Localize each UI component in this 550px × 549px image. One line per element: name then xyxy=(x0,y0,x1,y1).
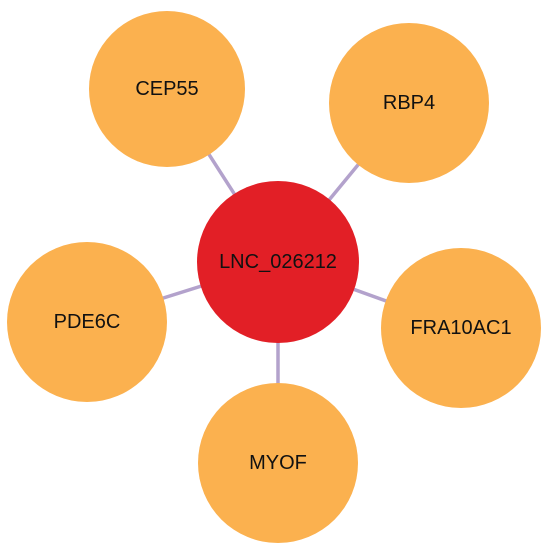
node-label: PDE6C xyxy=(54,311,121,333)
leaf-node-circle xyxy=(198,383,358,543)
leaf-node-circle xyxy=(7,242,167,402)
leaf-node-pde6c[interactable]: PDE6C xyxy=(7,242,167,402)
node-label: CEP55 xyxy=(135,78,198,100)
hub-node-circle xyxy=(197,181,359,343)
hub-node-label: LNC_026212 xyxy=(219,251,337,273)
leaf-node-fra10ac1[interactable]: FRA10AC1 xyxy=(381,248,541,408)
leaf-node-circle xyxy=(89,11,245,167)
node-label: MYOF xyxy=(249,452,307,474)
hub-node[interactable]: LNC_026212 xyxy=(197,181,359,343)
leaf-node-circle xyxy=(381,248,541,408)
leaf-node-rbp4[interactable]: RBP4 xyxy=(329,23,489,183)
leaf-node-cep55[interactable]: CEP55 xyxy=(89,11,245,167)
node-label: FRA10AC1 xyxy=(410,317,511,339)
leaf-node-myof[interactable]: MYOF xyxy=(198,383,358,543)
leaf-node-circle xyxy=(329,23,489,183)
node-label: RBP4 xyxy=(383,92,435,114)
